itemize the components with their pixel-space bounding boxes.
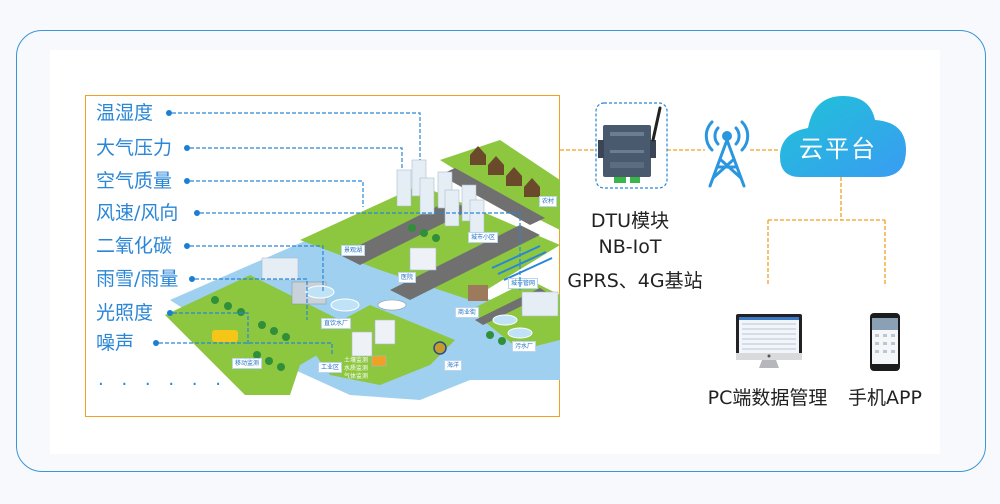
sensor-label-light: 光照度 — [96, 302, 154, 324]
city-tag-street: 商业街 — [455, 307, 480, 318]
sensor-label-air-quality: 空气质量 — [96, 170, 173, 192]
gprs-label: GPRS、4G基站 — [567, 270, 703, 292]
dtu-label: DTU模块 — [590, 210, 670, 232]
city-tag-mobile: 移动监测 — [232, 358, 263, 369]
sensor-label-humidity: 温湿度 — [96, 102, 154, 124]
mobile-app-label: 手机APP — [848, 387, 922, 409]
city-tag-pipe: 城市管网 — [508, 278, 539, 289]
more-sensors-ellipsis: · · · · · · — [98, 374, 227, 395]
cloud-platform-label: 云平台 — [799, 135, 877, 163]
city-tag-residential: 城市小区 — [468, 232, 499, 243]
nbiot-label: NB-IoT — [598, 236, 662, 258]
city-tag-hospital: 医院 — [398, 272, 417, 283]
sensor-label-co2: 二氧化碳 — [96, 235, 173, 257]
city-tag-monitor-water: 水质监测 — [344, 365, 369, 372]
pc-data-management-label: PC端数据管理 — [707, 387, 828, 409]
city-tag-monitor-gas: 气体监测 — [344, 373, 369, 380]
city-tag-monitor-soil: 土壤监测 — [344, 357, 369, 364]
city-tag-sewage: 污水厂 — [512, 341, 537, 352]
outer-frame — [16, 30, 986, 472]
city-tag-village: 农村 — [539, 196, 558, 207]
city-tag-ocean: 海洋 — [444, 360, 463, 371]
city-tag-waterworks: 直饮水厂 — [321, 318, 352, 329]
sensor-label-rain: 雨雪/雨量 — [96, 268, 179, 290]
sensor-label-noise: 噪声 — [96, 332, 135, 354]
sensor-label-wind: 风速/风向 — [96, 202, 179, 224]
sensor-label-pressure: 大气压力 — [96, 137, 173, 159]
city-tag-industry: 工业区 — [318, 362, 343, 373]
city-tag-lake: 景观湖 — [341, 245, 366, 256]
